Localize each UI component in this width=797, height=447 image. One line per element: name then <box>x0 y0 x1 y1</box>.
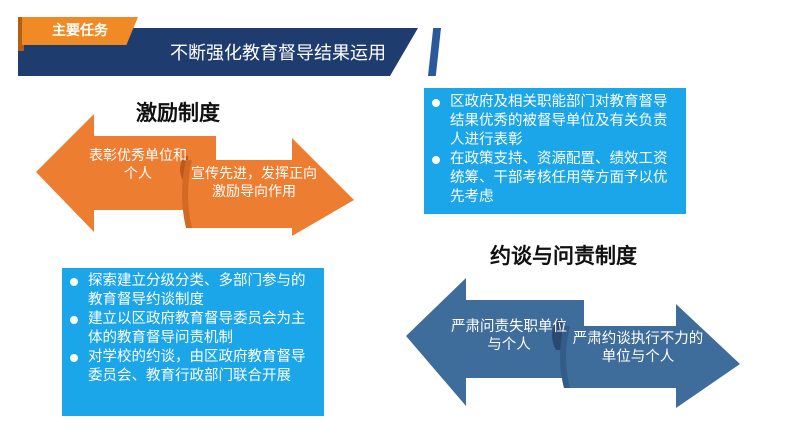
incentive-right-arrow-label: 宣传先进，发挥正向激励导向作用 <box>191 166 317 200</box>
incentive-arrows-graphic <box>36 114 354 236</box>
incentive-left-arrow-label: 表彰优秀单位和个人 <box>89 148 187 182</box>
page-title: 不断强化教育督导结果运用 <box>170 43 386 64</box>
section-tag: 主要任务 <box>22 17 138 45</box>
incentive-right-arrow <box>186 138 354 236</box>
accountability-left-arrow <box>406 278 584 406</box>
bullet-dot <box>70 316 78 324</box>
list-item: 在政策支持、资源配置、绩效工资统筹、干部考核任用等方面予以优先考虑 <box>424 150 678 207</box>
list-item: 探索建立分级分类、多部门参与的教育督导约谈制度 <box>62 272 314 310</box>
accountability-left-arrow-label: 严肃问责失职单位与个人 <box>451 319 567 353</box>
incentive-info-box: 区政府及相关职能部门对教育督导结果优秀的被督导单位及有关负责人进行表彰 在政策支… <box>424 88 686 214</box>
incentive-scroll-edge <box>182 160 192 228</box>
bullet-dot <box>70 354 78 362</box>
header-banner-accent <box>428 28 441 76</box>
incentive-title: 激励制度 <box>136 101 220 125</box>
accountability-right-arrow <box>564 304 740 408</box>
list-item: 建立以区政府教育督导委员会为主体的教育督导问责机制 <box>62 310 314 348</box>
accountability-scroll-curl <box>552 320 562 350</box>
tag-fold <box>18 17 24 51</box>
list-item: 对学校的约谈，由区政府教育督导委员会、教育行政部门联合开展 <box>62 348 314 386</box>
accountability-info-box: 探索建立分级分类、多部门参与的教育督导约谈制度 建立以区政府教育督导委员会为主体… <box>62 268 324 416</box>
list-item: 区政府及相关职能部门对教育督导结果优秀的被督导单位及有关负责人进行表彰 <box>424 93 678 150</box>
accountability-bullet-list: 探索建立分级分类、多部门参与的教育督导约谈制度 建立以区政府教育督导委员会为主体… <box>62 272 314 386</box>
incentive-bullet-list: 区政府及相关职能部门对教育督导结果优秀的被督导单位及有关负责人进行表彰 在政策支… <box>424 93 678 207</box>
accountability-right-arrow-label: 严肃约谈执行不力的单位与个人 <box>572 331 704 365</box>
bullet-dot <box>432 99 440 107</box>
bullet-dot <box>432 156 440 164</box>
accountability-arrows-graphic <box>406 278 740 408</box>
incentive-left-arrow <box>36 114 216 232</box>
bullet-dot <box>70 278 78 286</box>
accountability-scroll-edge <box>560 326 570 388</box>
accountability-title: 约谈与问责制度 <box>490 244 637 268</box>
